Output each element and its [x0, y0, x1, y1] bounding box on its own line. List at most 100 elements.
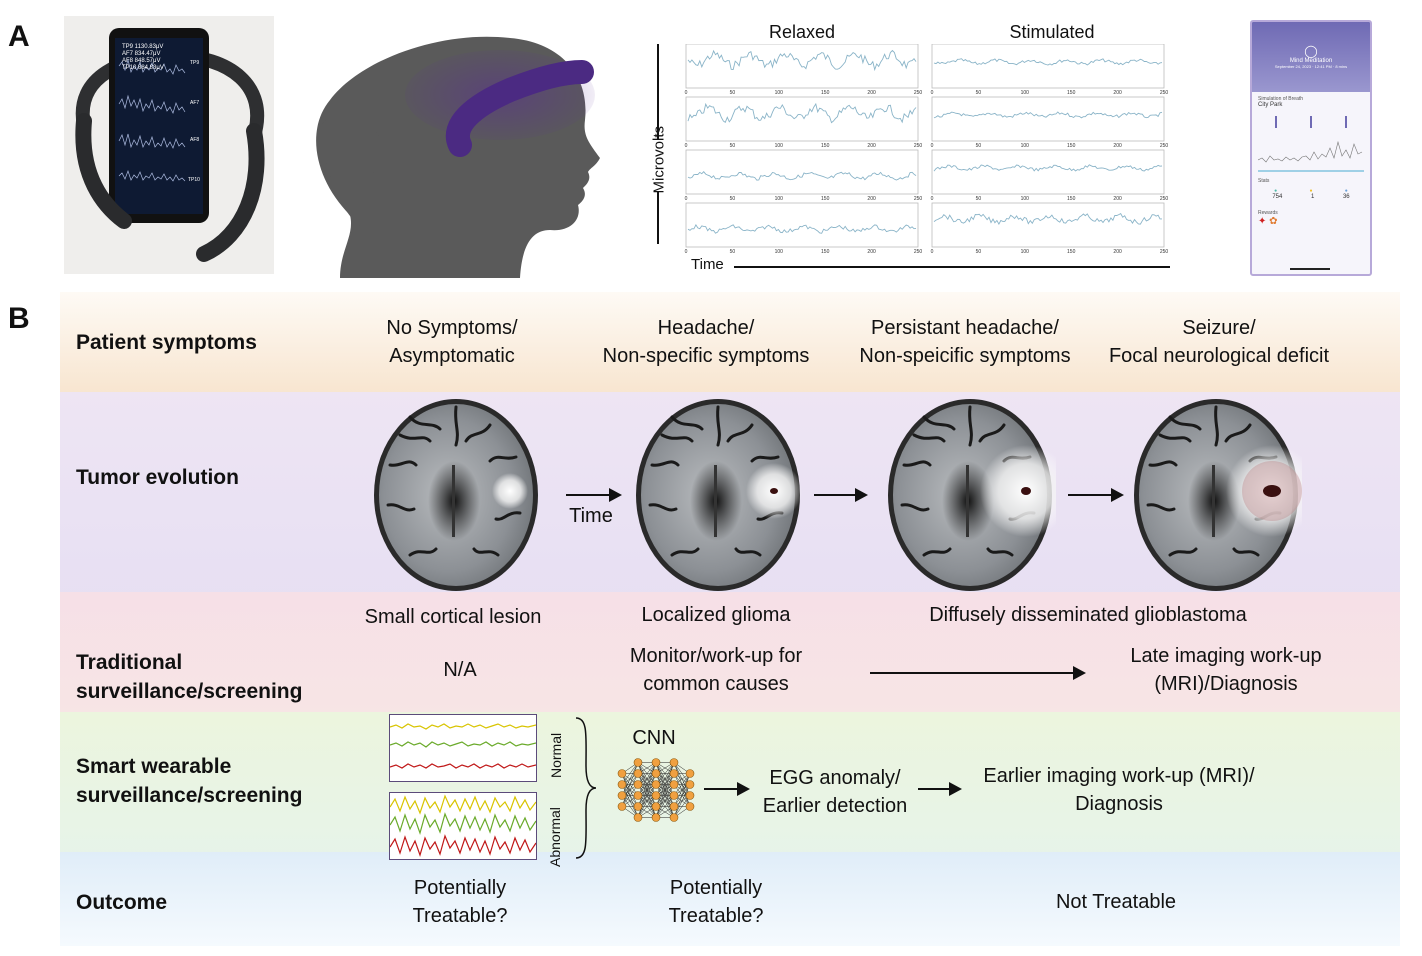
band-outcome	[60, 852, 1400, 946]
head-silhouette-headband	[300, 20, 610, 279]
eeg-xtick: 50	[730, 143, 736, 149]
eeg-xtick: 0	[685, 249, 688, 255]
normal-wave-green	[389, 741, 537, 748]
eeg-abnormal-box	[389, 792, 537, 860]
phone-channel-3: AF8	[190, 137, 199, 143]
eeg-xtick: 100	[1021, 90, 1030, 96]
eeg-xlabel: Time	[691, 256, 724, 273]
wearable-anomaly: EGG anomaly/ Earlier detection	[742, 764, 928, 820]
wearable-anomaly-line-1: EGG anomaly/	[769, 767, 901, 789]
eeg-xtick: 0	[931, 196, 934, 202]
wearable-anomaly-line-2: Earlier detection	[762, 795, 908, 817]
traditional-na: N/A	[443, 659, 477, 681]
phone-channel-2: AF7	[190, 100, 199, 106]
app-stats-icons: ● ● ●	[1258, 188, 1364, 194]
detection-arrow	[918, 782, 962, 796]
eeg-xtick: 100	[775, 90, 784, 96]
eeg-column-relaxed: Relaxed	[768, 22, 836, 42]
eeg-xtick: 50	[976, 196, 982, 202]
eeg-xtick: 100	[775, 143, 784, 149]
eeg-xtick: 150	[821, 249, 830, 255]
eeg-xtick: 150	[821, 143, 830, 149]
app-stat-icon-2: ●	[1309, 188, 1313, 194]
band-symptoms	[60, 292, 1400, 392]
eeg-xtick: 250	[1160, 143, 1169, 149]
eeg-xtick: 50	[976, 143, 982, 149]
eeg-xtick: 250	[914, 249, 923, 255]
stage-glioblastoma: Diffusely disseminated glioblastoma	[929, 604, 1247, 626]
eeg-xtick: 50	[976, 249, 982, 255]
outcome-first: Potentially Treatable?	[380, 874, 540, 930]
wearable-earlier-line-2: Diagnosis	[1075, 793, 1163, 815]
row-label-wearable-1: Smart wearable	[76, 755, 232, 778]
time-arrow-2	[814, 488, 868, 502]
symptom-3-line-2: Non-speicific symptoms	[859, 345, 1071, 367]
traditional-arrow	[870, 666, 1086, 680]
outcome-third: Not Treatable	[1055, 891, 1177, 913]
app-location-caption: Simulation of Breath	[1258, 96, 1304, 102]
normal-wave-yellow	[389, 723, 537, 730]
row-label-symptoms: Patient symptoms	[76, 331, 257, 354]
eeg-xtick: 100	[775, 196, 784, 202]
abnormal-label: Abnormal	[547, 807, 563, 867]
eeg-xtick: 100	[775, 249, 784, 255]
cnn-arrow	[704, 782, 750, 796]
eeg-plot-grid: 0 50 100 150 200 250 0 50 100 150 200 250 0 50 100 150 2…	[676, 43, 1176, 256]
eeg-xtick: 250	[914, 90, 923, 96]
eeg-xtick: 150	[1067, 196, 1076, 202]
symptom-4-line-2: Focal neurological deficit	[1108, 345, 1330, 367]
outcome-second-line-1: Potentially	[669, 877, 763, 899]
eeg-xtick: 250	[1160, 90, 1169, 96]
eeg-xtick: 150	[821, 196, 830, 202]
outcome-second: Potentially Treatable?	[636, 874, 796, 930]
wearable-earlier: Earlier imaging work-up (MRI)/ Diagnosis	[964, 762, 1274, 818]
phone-readout-4: TP10 884.83μV	[122, 65, 164, 71]
eeg-xtick: 200	[1113, 90, 1122, 96]
app-date: September 24, 2023 · 12:41 PM · 8 mins	[1274, 64, 1348, 69]
brain-scan-2	[632, 395, 804, 595]
eeg-xtick: 50	[730, 249, 736, 255]
app-stat-icon-3: ●	[1344, 188, 1348, 194]
symptom-1-line-2: Asymptomatic	[389, 345, 515, 367]
symptom-2-line-1: Headache/	[657, 317, 755, 339]
symptom-4-line-1: Seizure/	[1182, 317, 1256, 339]
time-arrow-3	[1068, 488, 1124, 502]
app-reward-icons: ✦ ✿	[1258, 216, 1278, 227]
app-metric-row	[1258, 116, 1364, 130]
traditional-monitor: Monitor/work-up for common causes	[596, 642, 836, 698]
eeg-xtick: 200	[867, 196, 876, 202]
eeg-xtick: 100	[1021, 249, 1030, 255]
eeg-xtick: 200	[1113, 196, 1122, 202]
row-label-traditional-1: Traditional	[76, 651, 183, 674]
phone-channel-1: TP9	[190, 60, 199, 66]
brain-scan-1	[370, 395, 542, 595]
eeg-xtick: 150	[1067, 90, 1076, 96]
eeg-column-stimulated: Stimulated	[1009, 22, 1095, 42]
traditional-late-line-1: Late imaging work-up	[1130, 645, 1322, 667]
band-traditional	[60, 592, 1400, 712]
abnormal-wave-green	[389, 812, 537, 835]
app-stat-icon-1: ●	[1274, 188, 1278, 194]
cnn-label: CNN	[632, 727, 676, 749]
eeg-xtick: 0	[685, 90, 688, 96]
stage-localized-glioma: Localized glioma	[641, 604, 791, 626]
eeg-xtick: 50	[730, 196, 736, 202]
app-home-indicator	[1290, 268, 1330, 270]
traditional-monitor-line-1: Monitor/work-up for	[629, 645, 803, 667]
eeg-ylabel: Microvolts	[650, 125, 668, 194]
phone-readout-1: TP9 1130.83μV	[122, 44, 163, 50]
normal-label: Normal	[548, 732, 564, 778]
symptom-2-line-2: Non-specific symptoms	[602, 345, 810, 367]
symptom-1-line-1: No Symptoms/	[386, 317, 518, 339]
abnormal-wave-red	[389, 834, 537, 857]
eeg-brace	[574, 716, 600, 860]
eeg-xtick: 200	[1113, 143, 1122, 149]
eeg-xtick: 100	[1021, 196, 1030, 202]
